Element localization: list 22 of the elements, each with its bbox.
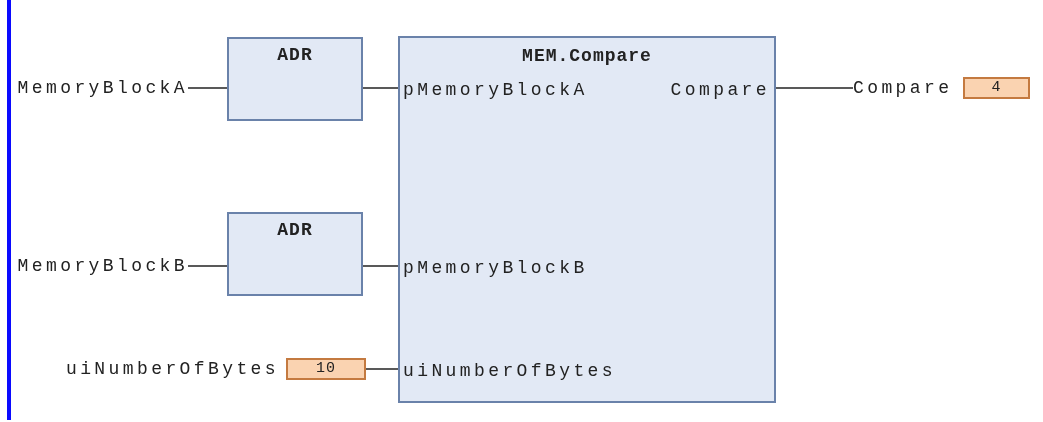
connector-line bbox=[187, 87, 228, 89]
value-display: 10 bbox=[286, 358, 366, 380]
connector-line bbox=[775, 87, 854, 89]
variable-name: Compare bbox=[853, 78, 953, 98]
block-name: ADR bbox=[277, 45, 313, 65]
function-block bbox=[227, 37, 363, 121]
function-block bbox=[227, 212, 363, 296]
pin-name: Compare bbox=[670, 80, 770, 100]
block-name: ADR bbox=[277, 220, 313, 240]
block-name: MEM.Compare bbox=[522, 46, 652, 66]
connector-line bbox=[362, 265, 399, 267]
connector-line bbox=[365, 368, 399, 370]
variable-name: MemoryBlockB bbox=[17, 256, 188, 276]
value-display: 4 bbox=[963, 77, 1030, 99]
variable-name: MemoryBlockA bbox=[17, 78, 188, 98]
pin-name: pMemoryBlockB bbox=[403, 258, 588, 278]
variable-name: uiNumberOfBytes bbox=[65, 359, 279, 379]
pin-name: pMemoryBlockA bbox=[403, 80, 588, 100]
connector-line bbox=[362, 87, 399, 89]
connector-line bbox=[187, 265, 228, 267]
function-block bbox=[398, 36, 776, 403]
pin-name: uiNumberOfBytes bbox=[403, 361, 617, 381]
